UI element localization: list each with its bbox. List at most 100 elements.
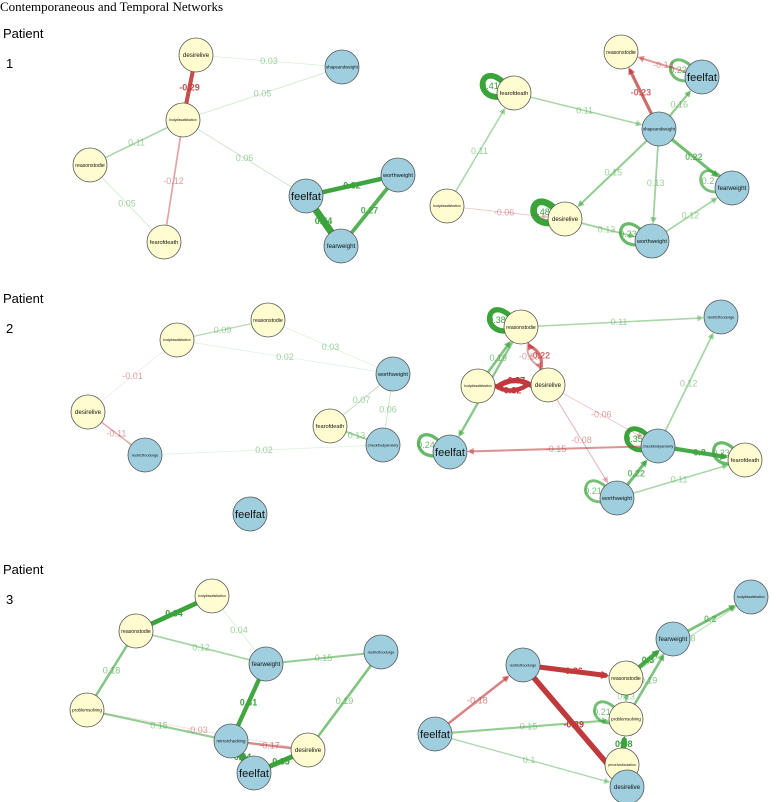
node-label: problemsolving — [72, 708, 102, 713]
node-label: fearweight — [252, 661, 281, 668]
edge-arrowhead — [650, 217, 657, 225]
network-edge: 0.16 — [668, 90, 692, 118]
edge-line — [237, 751, 248, 763]
network-node: feelfat — [288, 178, 324, 214]
network-edge: -0.06 — [562, 392, 644, 438]
edge-arrowhead — [602, 476, 609, 484]
node-circle — [634, 223, 670, 259]
edge-line — [672, 446, 727, 459]
network-edge: -0.14 — [637, 55, 687, 73]
network-edge: 0.04 — [222, 609, 256, 651]
network-node: bodydissatisfaction — [733, 579, 769, 615]
network-node: worthweight — [599, 480, 635, 516]
edge-arrowhead — [651, 649, 660, 658]
network-node: bodydissatisfaction — [194, 578, 230, 614]
edge-weight-label: 0.15 — [520, 722, 538, 732]
edge-weight-label: -0.11 — [107, 429, 127, 439]
edge-line — [101, 176, 153, 231]
edge-weight-label: 0.15 — [315, 653, 333, 663]
edge-line — [486, 342, 510, 374]
edge-line — [94, 644, 129, 697]
edge-line — [198, 72, 327, 115]
edge-line — [267, 754, 295, 769]
node-label: restrictfoodurge — [368, 649, 395, 654]
network-edge: 0.19 — [316, 664, 373, 738]
network-edge: 0.23 — [712, 441, 735, 466]
network-node: bodydissatisfaction — [429, 188, 465, 224]
edges: -0.290.11-0.120.050.050.030.060.320.540.… — [101, 56, 390, 236]
network-node: reasonstodie — [118, 613, 154, 649]
self-loop-line — [417, 433, 440, 458]
edge-arrowhead — [637, 55, 645, 63]
network-node: shapeandweight — [324, 49, 360, 85]
network-node: mirrorchecking — [213, 723, 249, 759]
edge-arrowhead — [728, 605, 737, 612]
network-edge: 0.05 — [198, 72, 327, 115]
edge-line — [235, 677, 262, 728]
network-node: restrictfoodurge — [505, 647, 541, 683]
edge-line — [632, 465, 726, 494]
node-label: worthweight — [601, 496, 632, 502]
node-label: shapeandweight — [326, 65, 359, 70]
edge-line — [283, 326, 378, 368]
node-label: bodydissatisfaction — [169, 118, 197, 122]
edge-line — [640, 57, 687, 73]
edges: 0.340.120.040.180.150.310.150.19-0.17-0.… — [94, 600, 373, 769]
edge-weight-label: -0.13 — [519, 351, 540, 361]
edge-weight-label: -0.14 — [653, 60, 674, 70]
network-edge: 0.21 — [593, 700, 615, 725]
patient-3-temporal-network: 0.20.080.30.19-0.36-0.180.15-0.390.130.2… — [417, 579, 769, 802]
edge-line — [531, 675, 617, 774]
node-label: perceivedisolation — [608, 763, 636, 767]
patient-3-label: Patient — [3, 562, 44, 577]
node-label: restrictfoodurge — [132, 452, 159, 457]
edge-weight-label: -0.08 — [571, 435, 592, 445]
node-label: worthweight — [636, 239, 667, 245]
edge-weight-label: 0.19 — [640, 676, 658, 686]
edge-weight-label: -0.15 — [546, 444, 567, 454]
node-label: desirelive — [295, 747, 322, 754]
edge-line — [104, 126, 169, 159]
edge-line — [349, 186, 390, 235]
edge-line — [103, 712, 292, 748]
edge-weight-label: 0.03 — [260, 56, 278, 66]
node-circle — [460, 368, 496, 404]
network-node: feelfat — [684, 59, 720, 95]
network-edge: 0.07 — [342, 384, 381, 416]
network-node: reasonstodie — [503, 309, 539, 345]
node-label: worthweight — [382, 173, 413, 179]
edge-weight-label: 0.2 — [702, 176, 715, 186]
network-node: problemsolving — [69, 692, 105, 728]
node-label: desirelive — [535, 382, 562, 389]
edge-line — [281, 652, 366, 664]
edge-weight-label: 0.19 — [490, 353, 508, 363]
edge-arrowhead — [541, 213, 549, 220]
node-label: restrictfoodurge — [510, 662, 537, 667]
node-circle — [375, 356, 411, 392]
network-node: bodydissatisfaction — [460, 368, 496, 404]
patient-3-number: 3 — [6, 592, 14, 607]
network-node: desirelive — [178, 37, 214, 73]
node-circle — [608, 701, 644, 737]
edge-line — [652, 145, 659, 221]
edge-arrowhead — [458, 429, 465, 438]
figure-title: Contemporaneous and Temporal Networks — [0, 0, 224, 14]
self-loop-line — [487, 307, 511, 334]
node-label: reasonstodie — [611, 676, 641, 682]
node-circle — [236, 755, 272, 791]
node-circle — [250, 302, 286, 338]
network-edge: 0.09 — [192, 323, 253, 337]
node-label: fearofdeath — [500, 91, 528, 97]
network-node: fearofdeath — [146, 224, 182, 260]
edge-weight-label: 0.35 — [625, 434, 643, 444]
network-edge: 0.15 — [577, 139, 648, 208]
edge-weight-label: 0.31 — [240, 698, 258, 708]
node-label: desirelive — [552, 216, 579, 223]
patient-3-contemporaneous-network: 0.340.120.040.180.150.310.150.19-0.17-0.… — [69, 578, 399, 791]
network-edge: 0.11 — [529, 96, 643, 127]
edge-weight-label: -0.29 — [179, 83, 200, 93]
node-circle — [609, 769, 645, 802]
node-label: fearweight — [659, 636, 688, 643]
